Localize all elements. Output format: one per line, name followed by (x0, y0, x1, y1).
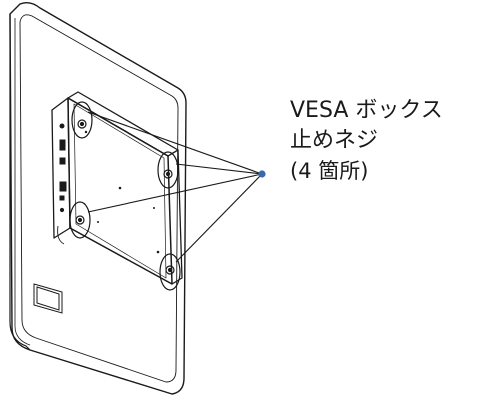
leader-dot (258, 170, 266, 178)
leader-lines (87, 111, 263, 263)
monitor-depth-line (14, 18, 31, 346)
screw-top-right (157, 151, 179, 189)
monitor-outer-edge (9, 1, 187, 395)
callout-line-2: 止めネジ (290, 128, 379, 153)
vesa-box-inner-front (73, 103, 167, 279)
vesa-box (51, 91, 183, 285)
monitor-side-edge (9, 14, 31, 351)
leader-bottom-left (87, 173, 263, 213)
leader-top-right (175, 163, 263, 175)
leader-bottom-right (175, 173, 263, 263)
vesa-box-markings (84, 130, 160, 254)
vesa-box-ports (59, 123, 67, 213)
vesa-box-front (67, 97, 173, 285)
callout-line-1: VESA ボックス (290, 98, 443, 123)
vesa-box-right (167, 149, 183, 285)
monitor-inner-rim (19, 14, 179, 383)
vesa-box-side (51, 97, 71, 239)
port-1 (59, 139, 66, 151)
label-plate (33, 283, 63, 314)
vesa-box-cable (57, 225, 65, 245)
screw-callout-label: VESA ボックス 止めネジ (4 箇所) (290, 96, 443, 186)
screw-markers (69, 101, 181, 291)
screw-bottom-right (159, 253, 181, 291)
screw-top-left (71, 101, 93, 139)
monitor-body (9, 1, 187, 395)
callout-line-3: (4 箇所) (290, 159, 369, 183)
port-4 (59, 195, 65, 201)
port-2 (59, 157, 66, 165)
leader-top-left (87, 111, 263, 175)
screw-bottom-left (69, 201, 91, 239)
port-6 (59, 207, 65, 213)
port-3 (59, 181, 67, 192)
port-5 (59, 123, 65, 129)
